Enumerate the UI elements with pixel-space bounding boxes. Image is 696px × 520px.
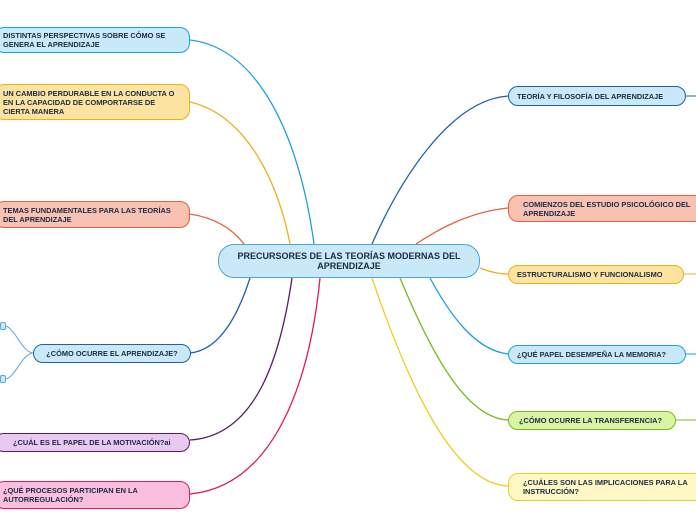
topic-transferencia[interactable]: ¿CÓMO OCURRE LA TRANSFERENCIA? [508,411,676,430]
connector-sub-1 [5,325,34,354]
topic-label: ¿QUÉ PROCESOS PARTICIPAN EN LA AUTORREGU… [3,486,138,504]
topic-teoria-filosofia[interactable]: TEORÍA Y FILOSOFÍA DEL APRENDIZAJE [508,86,686,106]
connector-right-6 [371,277,509,487]
connector-right-3 [479,267,509,275]
topic-label: ¿CUÁL ES EL PAPEL DE LA MOTIVACIÓN?ai [13,438,171,447]
collapsed-subtopic-1[interactable] [0,322,6,330]
topic-cambio-perdurable[interactable]: UN CAMBIO PERDURABLE EN LA CONDUCTA O EN… [0,84,190,120]
connector-left-1 [189,39,315,245]
connector-left-2 [189,101,291,245]
topic-distintas-perspectivas[interactable]: DISTINTAS PERSPECTIVAS SOBRE CÓMO SE GEN… [0,27,190,53]
connector-sub-2 [5,352,34,380]
connector-right-2 [415,207,509,245]
topic-label: UN CAMBIO PERDURABLE EN LA CONDUCTA O EN… [3,88,175,116]
connector-left-4 [189,277,251,354]
topic-label: DISTINTAS PERSPECTIVAS SOBRE CÓMO SE GEN… [3,31,166,49]
topic-label: TEORÍA Y FILOSOFÍA DEL APRENDIZAJE [517,91,664,101]
topic-estructuralismo[interactable]: ESTRUCTURALISMO Y FUNCIONALISMO [508,265,684,284]
connector-right-1 [371,95,509,245]
topic-label: COMIENZOS DEL ESTUDIO PSICOLÓGICO DEL AP… [523,199,691,218]
collapsed-subtopic-2[interactable] [0,375,6,383]
topic-comienzos-estudio[interactable]: COMIENZOS DEL ESTUDIO PSICOLÓGICO DEL AP… [508,195,696,222]
topic-implicaciones-instruccion[interactable]: ¿CUÁLES SON LAS IMPLICACIONES PARA LA IN… [508,473,696,501]
topic-papel-motivacion[interactable]: ¿CUÁL ES EL PAPEL DE LA MOTIVACIÓN?ai [0,433,190,452]
topic-label: ¿CUÁLES SON LAS IMPLICACIONES PARA LA IN… [523,478,688,496]
topic-temas-fundamentales[interactable]: TEMAS FUNDAMENTALES PARA LAS TEORÍAS DEL… [0,201,190,228]
topic-label: ESTRUCTURALISMO Y FUNCIONALISMO [517,270,663,279]
topic-label: ¿QUÉ PAPEL DESEMPEÑA LA MEMORIA? [517,350,667,359]
topic-como-ocurre-aprendizaje[interactable]: ¿CÓMO OCURRE EL APRENDIZAJE? [33,344,191,363]
topic-papel-memoria[interactable]: ¿QUÉ PAPEL DESEMPEÑA LA MEMORIA? [508,345,686,364]
central-topic-label: PRECURSORES DE LAS TEORÍAS MODERNAS DEL … [237,250,461,272]
topic-procesos-autorregulacion[interactable]: ¿QUÉ PROCESOS PARTICIPAN EN LA AUTORREGU… [0,481,190,509]
connector-right-5 [399,277,509,421]
topic-label: ¿CÓMO OCURRE LA TRANSFERENCIA? [519,416,663,425]
topic-label: ¿CÓMO OCURRE EL APRENDIZAJE? [46,349,178,358]
connector-left-5 [189,277,293,441]
connector-left-3 [189,213,245,245]
central-topic[interactable]: PRECURSORES DE LAS TEORÍAS MODERNAS DEL … [218,244,480,278]
connector-left-6 [189,277,321,495]
topic-label: TEMAS FUNDAMENTALES PARA LAS TEORÍAS DEL… [3,205,171,224]
connector-right-4 [429,277,509,355]
